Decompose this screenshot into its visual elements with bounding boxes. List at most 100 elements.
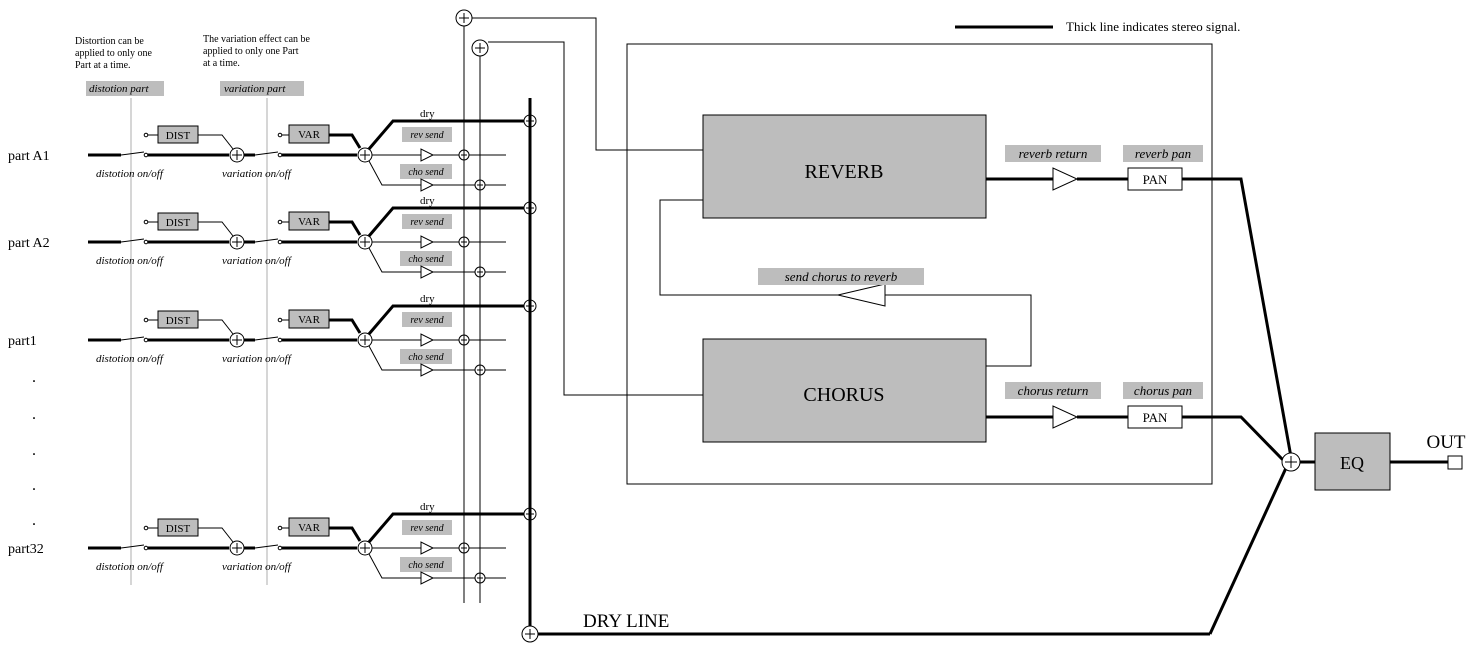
cho-send-amp [420,265,435,279]
variation-switch [254,238,279,243]
cho-send-label: cho send [408,167,444,178]
rev-send-label: rev send [410,217,444,228]
variation-switch [254,336,279,341]
reverb-output-line [1182,177,1293,458]
part-label: part32 [8,542,44,557]
cho-send-label: cho send [408,352,444,363]
variation-switch [254,544,279,549]
reverb-pan-label: reverb pan [1135,146,1191,161]
chorus-pan-block-label: PAN [1143,410,1168,425]
var-block-label: VAR [298,522,320,534]
out-label: OUT [1426,432,1465,453]
dist-block-label: DIST [166,523,191,535]
part-row: part1 DIST distotion on/off VAR variation on… [8,293,537,377]
cho-send-amp [420,178,435,192]
rev-send-tag [402,520,452,535]
reverb-block [702,114,987,219]
cho-send-amp [420,363,435,377]
cho-send-amp [420,571,435,585]
reverb-return-amp [1052,167,1079,191]
eq-block-label: EQ [1340,453,1364,473]
var-block-label: VAR [298,129,320,141]
part-label: part A1 [8,149,50,164]
chorus-output-line [1182,415,1285,462]
distortion-switch-label: distotion on/off [96,255,165,267]
eq-block [1314,432,1391,491]
cho-send-tag [400,251,452,266]
distortion-switch [120,238,145,243]
ellipsis-dot: . [32,477,36,494]
variation-part-label: variation part [224,83,286,95]
var-block-label: VAR [298,216,320,228]
dry-label: dry [420,195,435,207]
effects-frame [626,43,1213,485]
rev-send-tag [402,312,452,327]
chorus-to-reverb-line [885,294,1032,367]
cho-send-label: cho send [408,254,444,265]
rev-send-amp [420,235,435,249]
variation-part-tag [220,81,304,96]
variation-switch-label: variation on/off [222,561,293,573]
dry-branch-line [367,206,530,237]
variation-note-line-1: The variation effect can be [203,34,311,45]
chorus-send-line [488,41,703,396]
stereo-legend-label: Thick line indicates stereo signal. [1066,19,1240,34]
distortion-note-line-2: applied to only one [75,48,152,59]
distortion-note-line-1: Distortion can be [75,36,144,47]
chorus-return-label: chorus return [1018,383,1089,398]
chorus-return-tag [1005,382,1101,399]
part-label: part1 [8,334,37,349]
distortion-note-line-3: Part at a time. [75,60,131,71]
distortion-part-tag [86,81,164,96]
dry-branch-line [367,512,530,543]
ellipsis-dot: . [32,442,36,459]
dry-branch-line [367,304,530,335]
rev-send-label: rev send [410,130,444,141]
chorus-block [702,338,987,443]
reverb-return-tag [1005,145,1101,162]
chorus-block-label: CHORUS [803,384,884,406]
cho-send-tag [400,349,452,364]
reverb-send-line [472,17,703,151]
dist-block-label: DIST [166,217,191,229]
dry-label: dry [420,293,435,305]
dry-line-label: DRY LINE [583,611,669,632]
dist-block-label: DIST [166,130,191,142]
chorus-return-amp [1052,405,1079,429]
dry-line-to-mixer [1208,467,1288,635]
send-chorus-to-reverb-tag [758,268,924,285]
variation-switch-label: variation on/off [222,255,293,267]
chorus-to-reverb-amp [837,283,886,307]
dry-label: dry [420,108,435,120]
dry-label: dry [420,501,435,513]
distortion-note: Distortion can be applied to only one Pa… [75,36,152,71]
distortion-switch-label: distotion on/off [96,561,165,573]
reverb-return-label: reverb return [1019,146,1088,161]
dry-branch-line [367,119,530,150]
out-terminal [1447,455,1463,470]
variation-switch-label: variation on/off [222,353,293,365]
distortion-switch-label: distotion on/off [96,353,165,365]
part-label: part A2 [8,236,50,251]
rev-send-label: rev send [410,315,444,326]
chorus-pan-tag [1123,382,1203,399]
variation-switch-label: variation on/off [222,168,293,180]
variation-note: The variation effect can be applied to o… [203,34,311,69]
variation-note-line-3: at a time. [203,58,240,69]
reverb-block-label: REVERB [805,161,884,183]
ellipsis-dot: . [32,406,36,423]
send-chorus-to-reverb-label: send chorus to reverb [785,269,898,284]
variation-note-line-2: applied to only one Part [203,46,299,57]
part-row: part A2 DIST distotion on/off VAR variation … [8,195,537,279]
rev-send-amp [420,541,435,555]
cho-send-tag [400,557,452,572]
cho-send-label: cho send [408,560,444,571]
reverb-pan-tag [1123,145,1203,162]
dist-block-label: DIST [166,315,191,327]
var-block-label: VAR [298,314,320,326]
distortion-switch-label: distotion on/off [96,168,165,180]
distortion-switch [120,151,145,156]
variation-switch [254,151,279,156]
